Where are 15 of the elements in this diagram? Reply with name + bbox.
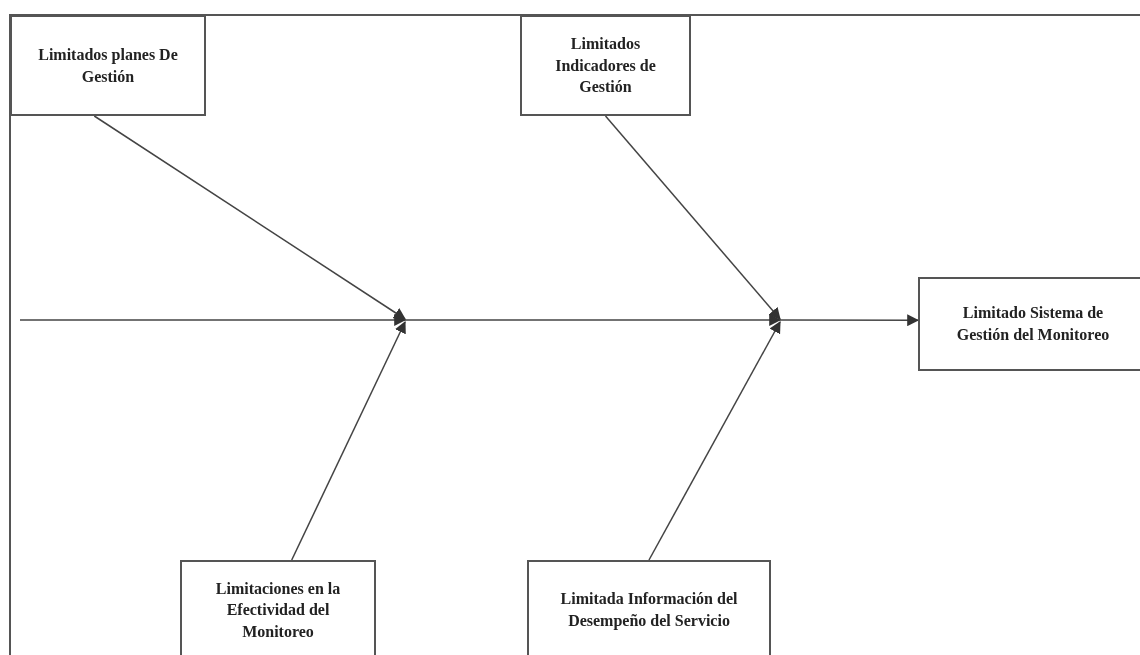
cause-arrow [648, 320, 781, 561]
cause-box [527, 560, 771, 655]
box-label: Limitado Sistema de Gestión del Monitoreo [955, 303, 1111, 345]
cause-box [10, 15, 206, 116]
spine-arrow [19, 314, 920, 327]
box-label: Limitados Indicadores de Gestión [554, 34, 657, 98]
cause-arrow [290, 320, 406, 561]
effect-box [918, 277, 1140, 371]
cause-arrow [93, 115, 406, 320]
cause-box [180, 560, 376, 655]
cause-arrow [604, 115, 781, 320]
cause-box [520, 15, 691, 116]
box-label: Limitados planes De Gestión [37, 44, 179, 87]
box-label: Limitaciones en la Efectividad del Monitoreo [214, 578, 342, 642]
box-label: Limitada Información del Desempeño del Servicio [559, 589, 739, 632]
